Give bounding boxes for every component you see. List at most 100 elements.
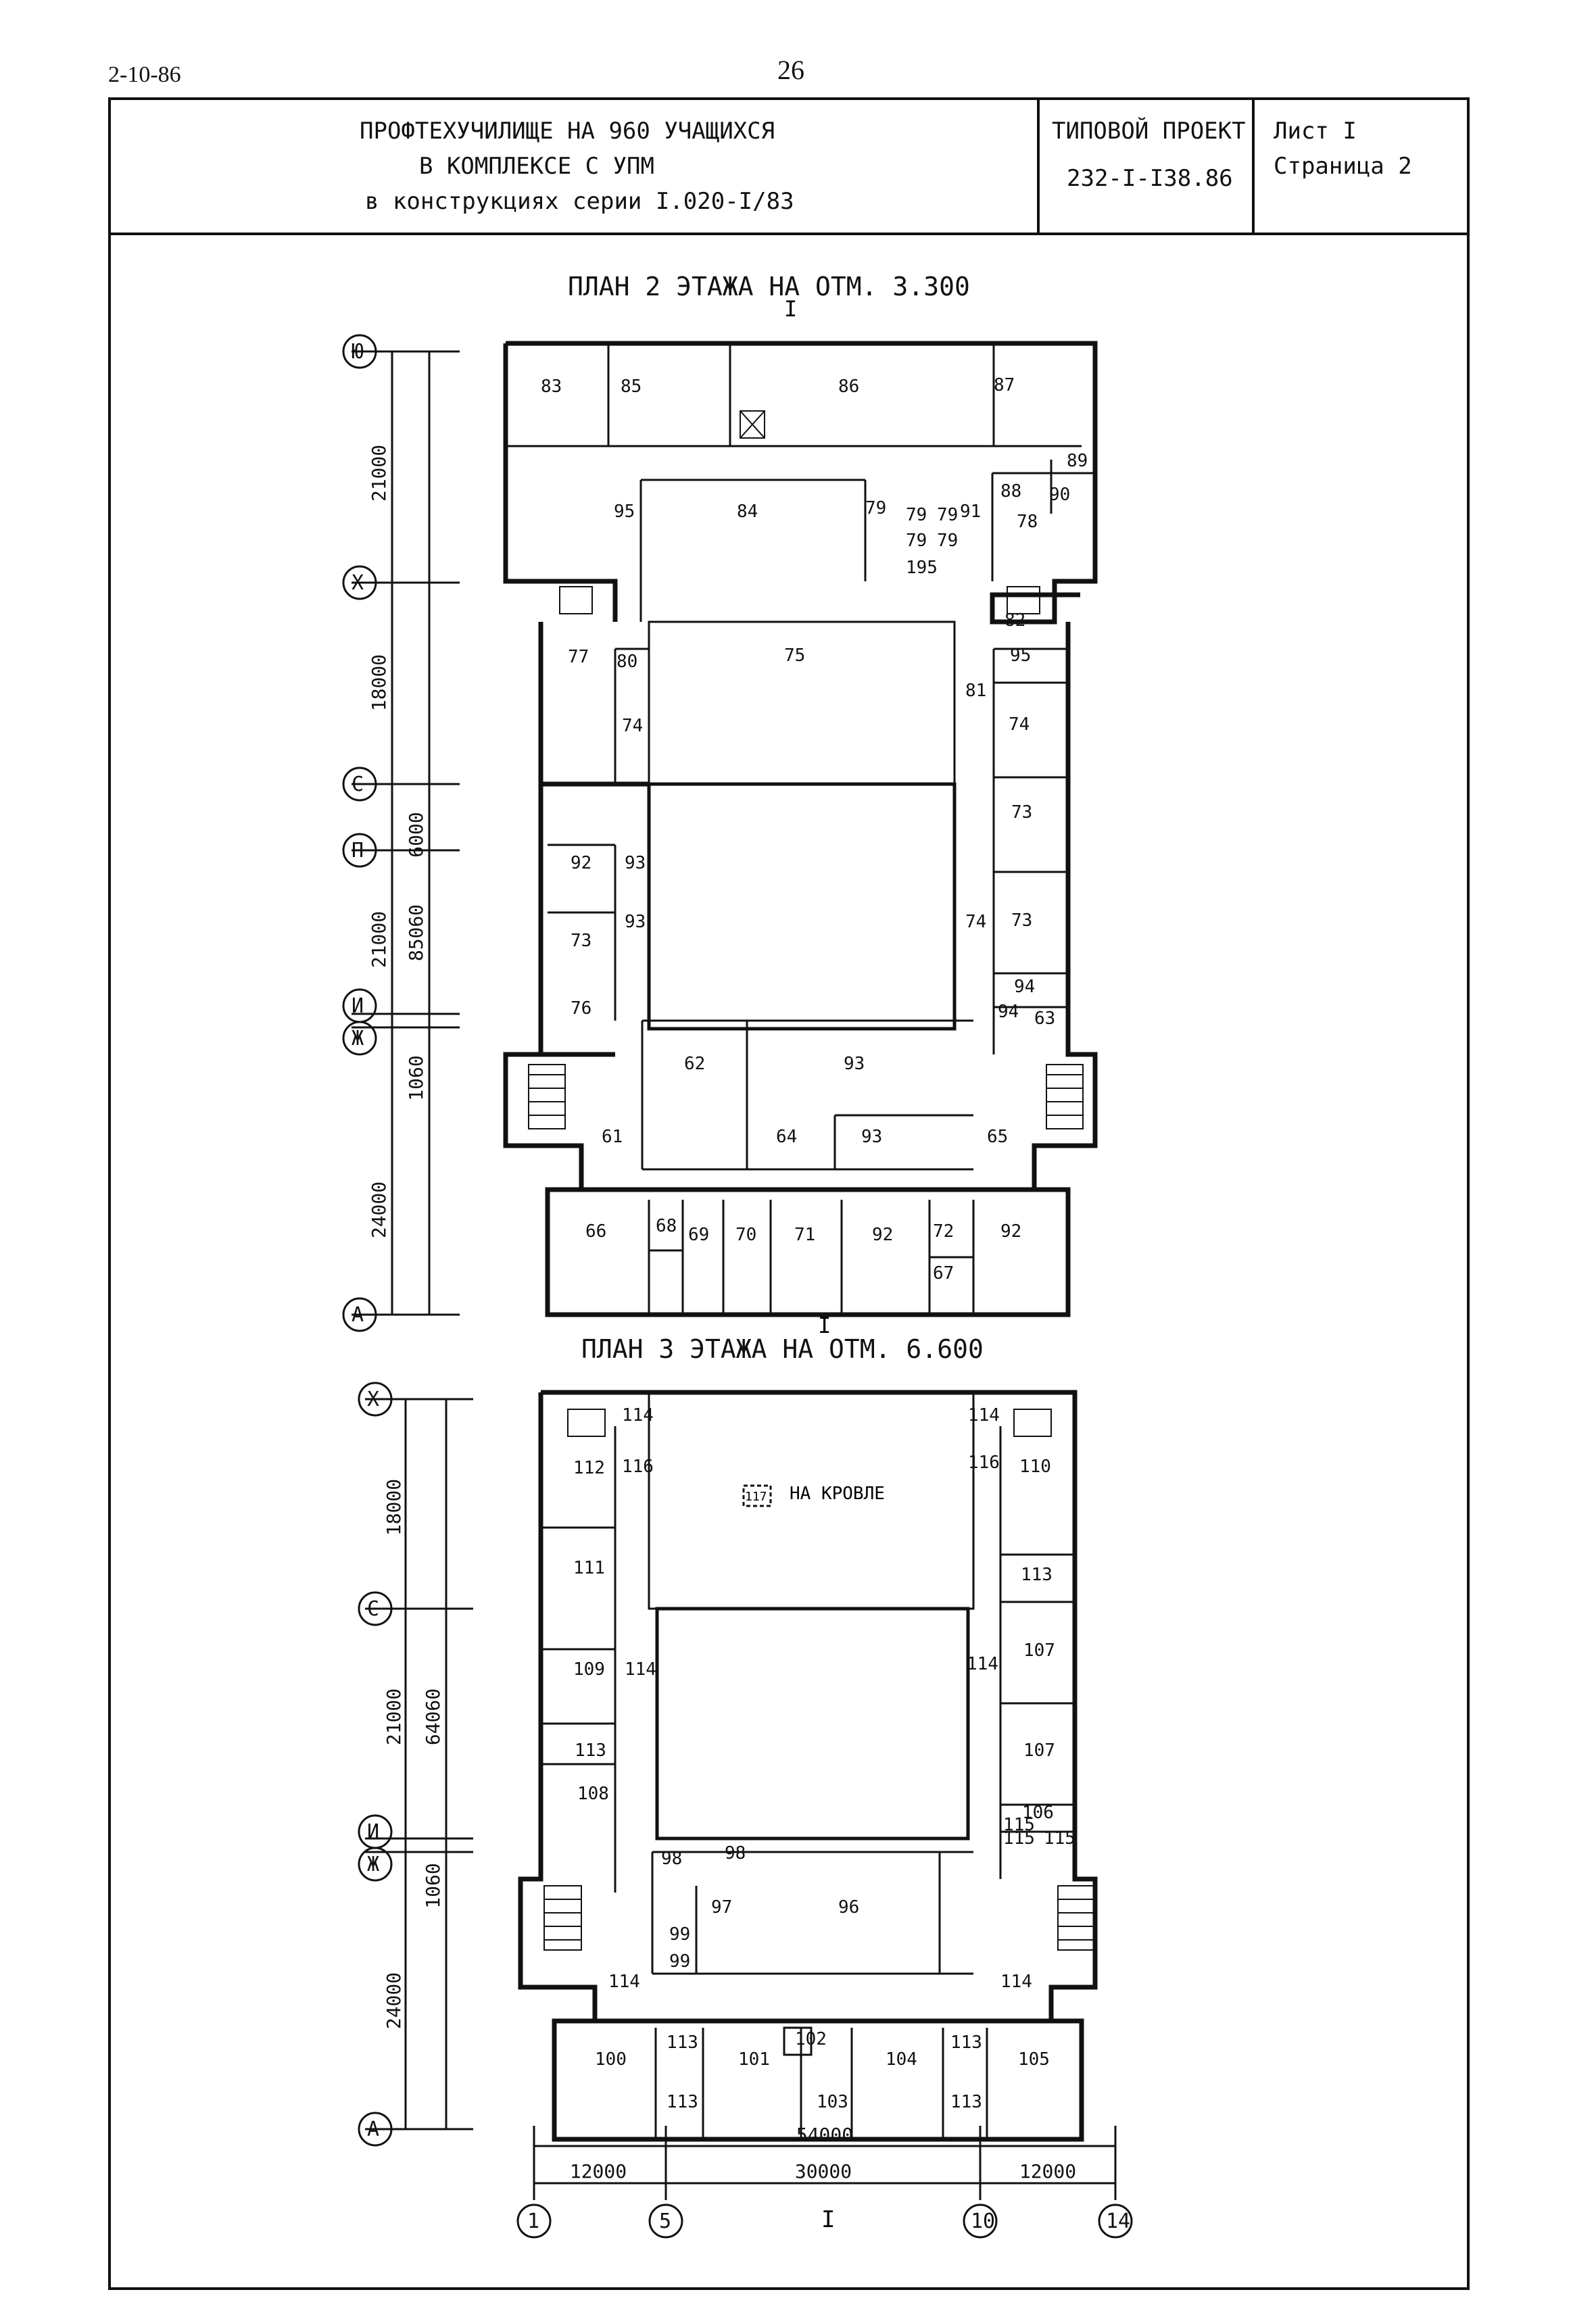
sheet-cell: Лист I Страница 2 (1255, 97, 1470, 233)
plan2-dimension-label: 24000 (368, 1181, 390, 1238)
plan2-room-label: 77 (568, 647, 589, 667)
plan3-room-label: 111 (573, 1558, 605, 1578)
plan2-room-label: 64 (776, 1127, 797, 1147)
plan3-room-label: 109 (573, 1659, 605, 1680)
plan3-room-label: 112 (573, 1458, 605, 1478)
plan2-room-label: 92 (872, 1225, 893, 1245)
plan3-room-label: 101 (738, 2049, 770, 2070)
plan3-bottom-axis-label: 1 (527, 2210, 539, 2233)
plan3-dimension-label: 18000 (383, 1479, 405, 1536)
plan2-room-label: 73 (1011, 802, 1032, 823)
title-line-2: В КОМПЛЕКСЕ С УПМ (419, 153, 654, 180)
plan2-axis-label: Ж (352, 1027, 364, 1050)
plan2-room-label: 94 (998, 1002, 1019, 1022)
plan2-walls (503, 341, 1098, 1317)
plan2-room-label: 95 (614, 502, 635, 522)
plan3-room-label: 97 (711, 1897, 732, 1918)
plan3-dimension-lines (365, 1398, 1117, 2200)
plan2-room-label: 93 (625, 853, 646, 873)
plan2-axis-label: Ю (352, 340, 364, 364)
plan2-room-label: 73 (1011, 910, 1032, 931)
plan2-room-label: 68 (656, 1216, 677, 1236)
plan2-room-label: 72 (933, 1221, 954, 1242)
plan3-room-label: 98 (661, 1849, 682, 1869)
plan3-bottom-axis-label: 5 (659, 2210, 671, 2233)
plan3-axis-label: А (367, 2118, 379, 2141)
plan3-room-label: 113 (667, 2032, 698, 2053)
plan2-room-label: 93 (625, 912, 646, 932)
plan3-dimension-label: 64060 (422, 1688, 444, 1745)
plan2-room-label: 84 (737, 502, 758, 522)
plan3-room-label: 116 (968, 1453, 1000, 1473)
project-cell: ТИПОВОЙ ПРОЕКТ 232-I-I38.86 (1040, 97, 1255, 233)
plan2-room-label: 86 (838, 376, 859, 397)
plan3-room-label: 113 (950, 2092, 982, 2112)
plan3-bottom-dimension-label: 30000 (795, 2160, 852, 2183)
plan3-room-label: 115 (1003, 1815, 1035, 1835)
plan2-room-label: 65 (987, 1127, 1008, 1147)
plan3-room-label: 104 (886, 2049, 917, 2070)
plan2-room-label: 62 (684, 1054, 705, 1074)
plan3-title: ПЛАН 3 ЭТАЖА НА ОТМ. 6.600 (581, 1334, 984, 1364)
plan3-room-label: 114 (622, 1405, 654, 1425)
plan2-room-label: 70 (735, 1225, 756, 1245)
plan2-room-label: 83 (541, 376, 562, 397)
page-label: Страница 2 (1274, 153, 1412, 180)
plan2-room-label: 92 (1000, 1221, 1021, 1242)
plan3-room-label: 107 (1023, 1740, 1055, 1761)
plan3-room-label: 100 (595, 2049, 627, 2070)
title-line-3: в конструкциях серии I.020-I/83 (365, 188, 794, 215)
axis-bubbles (342, 334, 1133, 2239)
plan3-stairs (543, 1409, 1096, 1951)
plan2-room-label: 66 (585, 1221, 606, 1242)
plan2-room-label: 90 (1049, 485, 1070, 505)
title-cell: ПРОФТЕХУЧИЛИЩЕ НА 960 УЧАЩИХСЯ В КОМПЛЕК… (108, 97, 1040, 233)
plan2-room-label: 71 (794, 1225, 815, 1245)
plan2-dimension-label: 18000 (368, 654, 390, 711)
plan3-room-label: 99 (669, 1951, 690, 1972)
plan2-room-label: 89 (1067, 451, 1088, 471)
plan2-room-label: 63 (1034, 1008, 1055, 1029)
plan2-room-label: 61 (602, 1127, 623, 1147)
plan3-room-label: 114 (625, 1659, 656, 1680)
plan2-room-label: 85 (621, 376, 642, 397)
plan2-room-label: 87 (994, 375, 1015, 395)
plan2-dimension-label: 1060 (405, 1055, 427, 1100)
plan3-room-label: 114 (967, 1654, 998, 1674)
plan2-room-label: 74 (622, 716, 643, 736)
plan3-bottom-axis-label: 14 (1106, 2210, 1130, 2233)
plan2-room-label: 91 (960, 502, 981, 522)
roof-room: 117 (745, 1490, 767, 1504)
plan3-section-mark-top: I (818, 1313, 831, 1338)
plan2-room-label: 93 (861, 1127, 882, 1147)
plan2-room-label: 75 (784, 645, 805, 666)
plan3-axis-label: С (367, 1597, 379, 1621)
title-line-1: ПРОФТЕХУЧИЛИЩЕ НА 960 УЧАЩИХСЯ (360, 118, 775, 145)
plan2-axis-label: И (352, 994, 364, 1018)
plan2-axis-label: С (352, 773, 364, 796)
plan3-room-label: 113 (950, 2032, 982, 2053)
plan3-bottom-dimension-label: 54000 (796, 2124, 853, 2146)
plan3-room-label: 103 (817, 2092, 848, 2112)
plan3-room-label: 105 (1018, 2049, 1050, 2070)
plan2-room-label: 195 (906, 558, 938, 578)
plan2-dimension-label: 21000 (368, 911, 390, 968)
plan3-room-label: 99 (669, 1924, 690, 1945)
plan2-room-label: 79 (937, 531, 958, 551)
plan3-dimension-label: 21000 (383, 1688, 405, 1745)
plan2-dimension-label: 6000 (405, 812, 427, 857)
plan2-room-label: 95 (1010, 645, 1031, 666)
plan2-dimension-lines (352, 350, 460, 1316)
plan2-stairs (528, 410, 1084, 1129)
title-block: ПРОФТЕХУЧИЛИЩЕ НА 960 УЧАЩИХСЯ В КОМПЛЕК… (108, 97, 1470, 235)
document-code: 2-10-86 (108, 62, 181, 87)
plan3-room-label: 110 (1019, 1457, 1051, 1477)
plan2-room-label: 93 (844, 1054, 865, 1074)
plan2-room-label: 67 (933, 1263, 954, 1284)
project-label: ТИПОВОЙ ПРОЕКТ (1052, 118, 1246, 145)
project-number: 232-I-I38.86 (1067, 165, 1233, 192)
plan3-room-label: 113 (1021, 1565, 1053, 1585)
plan2-title: ПЛАН 2 ЭТАЖА НА ОТМ. 3.300 (568, 272, 970, 301)
plan3-room-label: 113 (667, 2092, 698, 2112)
